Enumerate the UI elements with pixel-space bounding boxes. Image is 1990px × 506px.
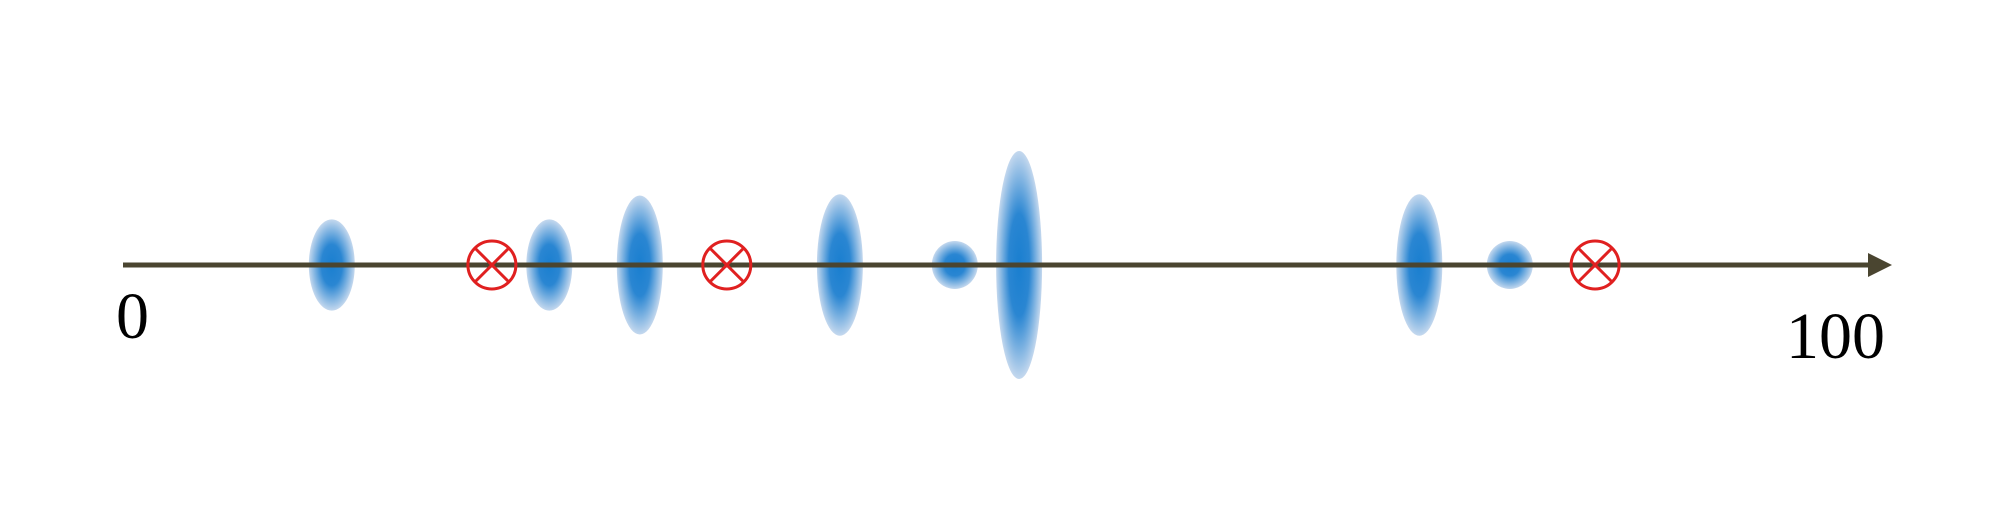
circled-x-icon-3 [1569, 239, 1621, 291]
axis-arrow-icon [1868, 253, 1892, 277]
axis-start-label: 0 [116, 280, 149, 353]
circled-x-icon-2 [701, 239, 753, 291]
axis-end-label: 100 [1786, 300, 1885, 373]
markers-layer [466, 239, 1621, 291]
circled-x-icon-1 [466, 239, 518, 291]
